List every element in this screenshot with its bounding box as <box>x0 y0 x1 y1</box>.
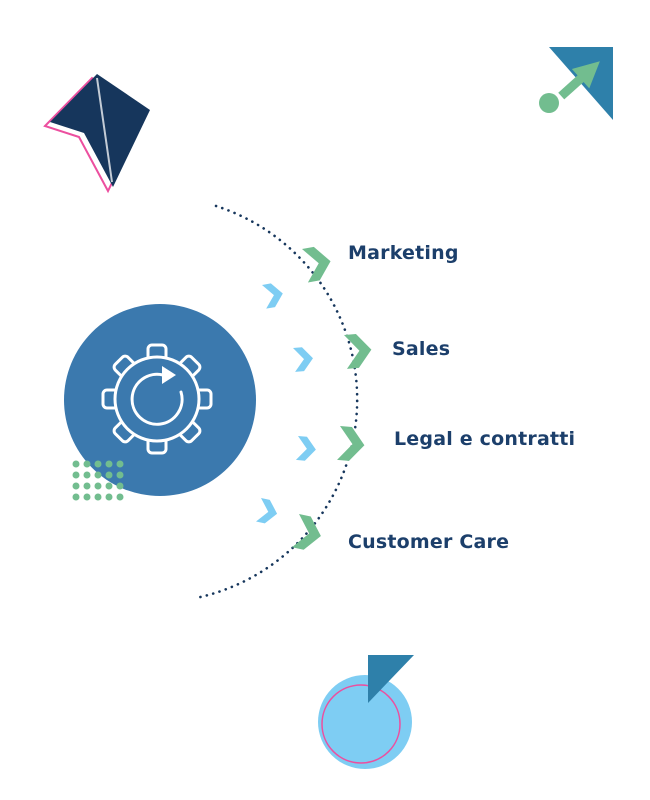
top-left-arrow-ornament <box>43 74 150 194</box>
chevron-right-green-icon <box>337 426 365 461</box>
chevron-right-green-icon <box>291 514 321 550</box>
grid-dot <box>94 471 102 479</box>
grid-dot <box>105 460 113 468</box>
bottom-circle-ornament <box>318 655 414 769</box>
grid-dot <box>116 493 124 501</box>
chevron-right-blue-icon <box>262 283 283 309</box>
chevron-right-blue-icon <box>293 347 313 372</box>
grid-dot <box>105 471 113 479</box>
process-gear-badge <box>64 304 256 496</box>
refresh-arrow-head <box>162 366 176 384</box>
grid-dot <box>94 493 102 501</box>
chevron-shape <box>256 498 278 524</box>
chevron-right-green-icon <box>344 333 372 369</box>
grid-dot <box>116 460 124 468</box>
grid-dot <box>94 460 102 468</box>
chevron-right-blue-icon <box>256 498 278 524</box>
chevron-right-green-icon <box>302 246 331 283</box>
chevron-shape <box>337 426 365 461</box>
chevron-shape <box>344 333 372 369</box>
branch-label-customer-care: Customer Care <box>348 531 510 553</box>
chevron-shape <box>262 283 283 309</box>
arrow-up-right-icon <box>558 61 600 100</box>
refresh-arrow-arc <box>130 372 184 426</box>
chevron-shape <box>291 514 321 550</box>
dots-grid <box>72 460 124 501</box>
grid-dot <box>72 460 80 468</box>
chevron-fold-line <box>96 77 113 183</box>
chevron-shape <box>295 436 316 461</box>
grid-dot <box>72 482 80 490</box>
gear-body <box>113 355 201 443</box>
dot-icon <box>539 93 559 113</box>
grid-dot <box>94 482 102 490</box>
folded-chevron-arrow-icon <box>50 74 150 187</box>
grid-dot <box>83 482 91 490</box>
branch-label-sales: Sales <box>392 338 451 360</box>
grid-dot <box>83 460 91 468</box>
pink-ring <box>321 684 401 764</box>
chevron-shape <box>293 347 313 372</box>
branch-label-legal: Legal e contratti <box>394 428 576 450</box>
gear-refresh-icon <box>101 343 213 455</box>
grid-dot <box>83 493 91 501</box>
grid-dot <box>116 482 124 490</box>
grid-dot <box>72 471 80 479</box>
grid-dot <box>83 471 91 479</box>
branch-markers <box>256 246 372 550</box>
triangle-flag-icon <box>368 655 414 703</box>
grid-dot <box>72 493 80 501</box>
top-right-arrow-ornament <box>539 47 613 120</box>
chevron-shape <box>302 246 331 283</box>
grid-dot <box>105 482 113 490</box>
grid-dot <box>105 493 113 501</box>
circle-badge <box>318 675 412 769</box>
chevron-right-blue-icon <box>295 436 316 461</box>
grid-dot <box>116 471 124 479</box>
branch-label-marketing: Marketing <box>348 242 459 264</box>
arrow-shaft <box>558 74 586 100</box>
arrow-head <box>571 61 600 89</box>
